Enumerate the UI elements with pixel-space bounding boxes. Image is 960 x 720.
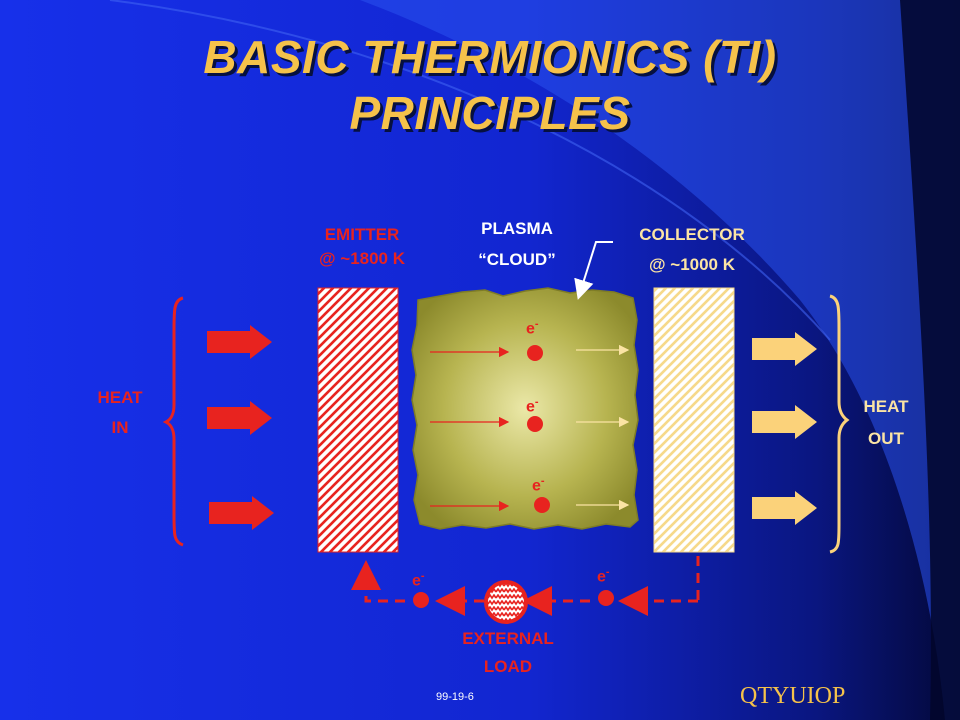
heat-out-arrows bbox=[752, 332, 817, 525]
plasma-pointer bbox=[574, 241, 613, 300]
heat-in-arrow-middle bbox=[207, 401, 272, 435]
electron-dot-2 bbox=[527, 416, 543, 432]
collector-temperature: @ ~1000 K bbox=[648, 255, 736, 274]
external-load-label-2: LOAD bbox=[483, 657, 533, 676]
background-light-swoosh bbox=[360, 0, 960, 720]
electron-label-1: e- bbox=[526, 318, 539, 338]
heat-in-arrow-top bbox=[207, 325, 272, 359]
heat-out-label-2: OUT bbox=[868, 429, 904, 448]
electron-dot-4 bbox=[413, 592, 429, 608]
electron-dot-3 bbox=[534, 497, 550, 513]
external-circuit bbox=[351, 556, 700, 616]
heat-out-brace bbox=[829, 294, 850, 554]
electron-label-3: e- bbox=[532, 475, 545, 495]
emission-arrows bbox=[430, 346, 510, 512]
heat-in-arrow-bottom bbox=[209, 496, 274, 530]
heat-in-label-2: IN bbox=[111, 418, 129, 437]
heat-out-label: HEAT bbox=[863, 397, 909, 416]
electron-label-5: e- bbox=[597, 566, 610, 586]
emitter-label: EMITTER bbox=[324, 225, 400, 244]
heat-out-arrow-bottom bbox=[752, 491, 817, 525]
electron-label-4: e- bbox=[412, 570, 425, 590]
cloud-label: “CLOUD” bbox=[478, 250, 556, 269]
heat-in-arrows bbox=[207, 325, 274, 530]
circuit-to-emitter bbox=[351, 560, 405, 603]
heat-out-arrow-top bbox=[752, 332, 817, 366]
electron-dot-1 bbox=[527, 345, 543, 361]
brand-logo-text: QTYUIOP bbox=[740, 683, 846, 709]
emitter-plate bbox=[317, 287, 399, 553]
emitter-temperature: @ ~1800 K bbox=[318, 249, 406, 268]
background-dark-corner bbox=[900, 0, 960, 720]
electron-label-2: e- bbox=[526, 396, 539, 416]
external-load-symbol bbox=[484, 580, 528, 624]
collector-plate bbox=[653, 287, 735, 553]
plasma-label: PLASMA bbox=[481, 219, 553, 238]
slide-title-line2: PRINCIPLES bbox=[349, 87, 631, 139]
heat-in-brace bbox=[162, 296, 184, 547]
slide-code: 99-19-6 bbox=[436, 691, 474, 703]
electron-dot-5 bbox=[598, 590, 614, 606]
slide-title-line1: BASIC THERMIONICS (TI) bbox=[203, 31, 777, 83]
background-light-arc bbox=[109, 0, 831, 341]
collection-arrows bbox=[576, 344, 630, 511]
plasma-cloud bbox=[411, 287, 639, 530]
heat-out-arrow-middle bbox=[752, 405, 817, 439]
external-load-label: EXTERNAL bbox=[462, 629, 554, 648]
heat-in-label: HEAT bbox=[97, 388, 143, 407]
collector-label: COLLECTOR bbox=[639, 225, 745, 244]
